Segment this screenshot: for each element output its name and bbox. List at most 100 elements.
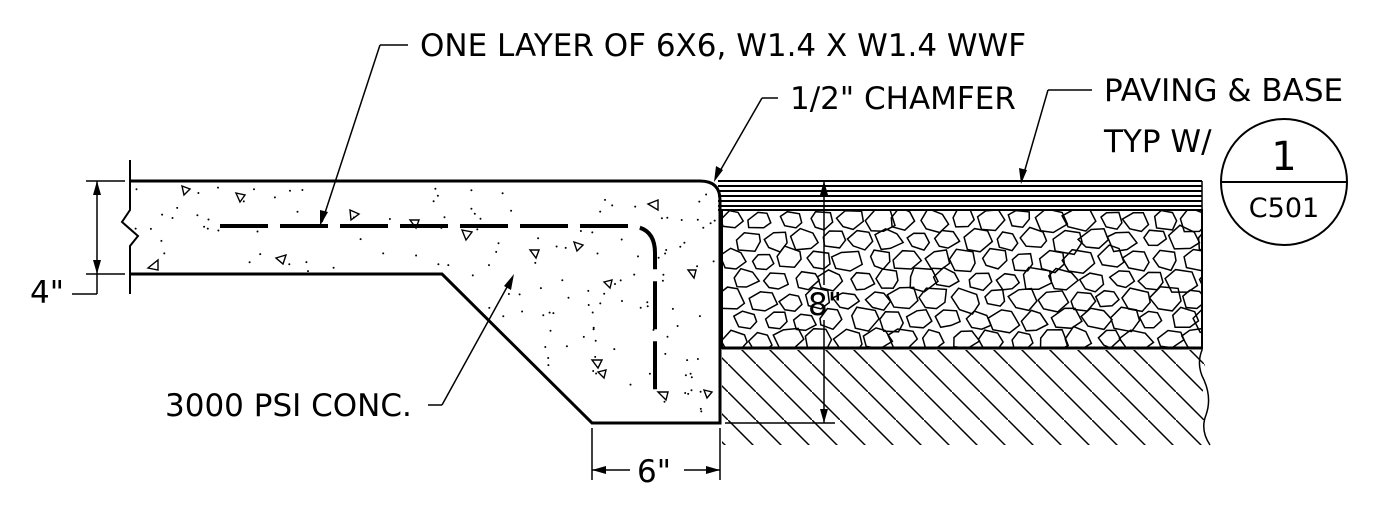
stipple-dot	[206, 227, 209, 230]
stipple-dot	[447, 264, 450, 267]
gravel-stone	[850, 271, 876, 291]
gravel-stone	[1167, 224, 1201, 250]
gravel-stone	[816, 269, 844, 292]
dimension-width	[591, 428, 721, 480]
stipple-dot	[696, 358, 699, 360]
stipple-dot	[639, 306, 642, 309]
gravel-stone	[892, 249, 923, 270]
stipple-dot	[666, 216, 669, 219]
gravel-stone	[1061, 210, 1097, 232]
stipple-dot	[307, 270, 309, 273]
stipple-dot	[160, 239, 163, 242]
gravel-stone	[1106, 231, 1139, 253]
stipple-dot	[507, 293, 510, 295]
detail-callout-sheet: C501	[1249, 193, 1319, 224]
gravel-stone	[933, 229, 961, 249]
gravel-stone	[772, 327, 805, 347]
stipple-dot	[676, 325, 679, 327]
stipple-dot	[613, 348, 616, 351]
gravel-stone	[1118, 329, 1155, 347]
gravel-stone	[795, 270, 821, 291]
gravel-stone	[878, 311, 905, 333]
stipple-dot	[599, 210, 602, 213]
gravel-stone	[981, 247, 1008, 270]
gravel-stone	[1047, 267, 1080, 291]
gravel-stone	[987, 309, 1021, 334]
stipple-dot	[552, 312, 555, 315]
gravel-stone	[747, 331, 773, 347]
stipple-dot	[591, 231, 594, 234]
gravel-stone	[1152, 249, 1177, 272]
stipple-dot	[665, 249, 668, 251]
stipple-dot	[603, 292, 606, 295]
chamfer-leader	[714, 97, 778, 182]
stipple-dot	[434, 187, 437, 190]
gravel-stone	[747, 211, 772, 229]
stipple-dot	[332, 266, 335, 269]
gravel-stone	[932, 266, 960, 288]
wwf-reinforcement	[220, 224, 657, 392]
gravel-stone	[832, 328, 863, 347]
stipple-dot	[259, 253, 262, 256]
gravel-stone	[1096, 244, 1125, 268]
stipple-dot	[684, 374, 687, 377]
stipple-dot	[539, 287, 542, 290]
stipple-dot	[359, 238, 362, 241]
gravel-stone	[918, 287, 948, 310]
gravel-stone	[1138, 310, 1163, 329]
stipple-dot	[470, 207, 473, 210]
gravel-stone	[804, 286, 831, 310]
gravel-stone	[1007, 287, 1038, 312]
gravel-stone	[1198, 275, 1202, 287]
stipple-dot	[619, 279, 622, 282]
gravel-stone	[1183, 248, 1202, 272]
stipple-dot	[548, 311, 551, 314]
stipple-dot	[488, 306, 491, 309]
gravel-stone	[977, 329, 1005, 347]
stipple-dot	[696, 265, 699, 268]
gravel-stone	[906, 232, 931, 251]
aggregate-base	[721, 209, 1203, 350]
stipple-dot	[696, 218, 699, 221]
stipple-dot	[501, 192, 504, 195]
stipple-dot	[203, 225, 206, 228]
stipple-dot	[544, 346, 547, 348]
gravel-stone	[1039, 328, 1070, 347]
stipple-dot	[289, 189, 291, 192]
stipple-dot	[587, 289, 590, 292]
stipple-dot	[388, 218, 391, 220]
wwf-leader	[320, 44, 408, 226]
stipple-dot	[542, 314, 545, 317]
dimension-thickness	[72, 180, 125, 295]
stipple-dot	[664, 252, 667, 255]
stipple-dot	[555, 245, 558, 248]
concrete-aggregate-triangles	[146, 184, 714, 402]
gravel-stone	[1037, 290, 1070, 313]
gravel-stone	[862, 327, 894, 347]
stipple-dot	[596, 252, 599, 255]
gravel-stone	[887, 328, 919, 347]
stipple-dot	[253, 188, 255, 191]
stipple-dot	[592, 326, 595, 329]
stipple-dot	[149, 227, 152, 230]
gravel-stone	[722, 286, 746, 310]
gravel-stone	[874, 227, 905, 251]
stipple-dot	[646, 305, 649, 308]
stipple-dot	[611, 204, 614, 207]
gravel-stone	[953, 330, 981, 347]
stipple-dot	[637, 255, 639, 258]
gravel-stone	[1007, 210, 1031, 228]
stipple-dot	[547, 357, 550, 359]
stipple-dot	[683, 241, 686, 244]
stipple-dot	[634, 205, 637, 208]
gravel-stone	[735, 232, 762, 252]
stipple-dot	[547, 364, 550, 367]
stipple-dot	[660, 217, 663, 220]
stipple-dot	[134, 227, 137, 230]
gravel-stone	[1061, 248, 1096, 274]
stipple-dot	[614, 283, 616, 285]
stipple-dot	[473, 212, 476, 215]
paving-label-line1: PAVING & BASE	[1104, 73, 1343, 109]
stipple-dot	[163, 252, 166, 255]
stipple-dot	[135, 188, 138, 191]
